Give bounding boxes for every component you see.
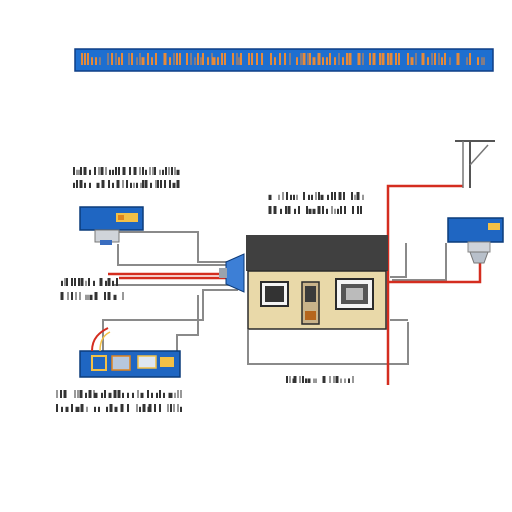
wire-right-device-down	[390, 243, 407, 278]
bottom-left-device-icon	[79, 327, 181, 378]
red-wire-pole-to-ground	[386, 184, 463, 385]
title-banner	[74, 48, 494, 72]
house-window-right	[335, 278, 374, 310]
middle-left-label	[60, 278, 124, 300]
right-device-icon	[447, 217, 504, 264]
red-wire-right	[388, 262, 482, 284]
top-left-device-icon	[79, 206, 144, 245]
center-label	[268, 192, 364, 214]
gray-wires	[102, 231, 447, 365]
valve-icon	[219, 253, 245, 293]
wire-bottom-device-right	[176, 295, 199, 355]
bottom-center-label	[286, 376, 354, 383]
pole-icon	[455, 140, 495, 188]
house-door	[301, 281, 320, 325]
wire-right-device-to-house	[392, 243, 447, 281]
top-left-label	[73, 167, 180, 188]
bottom-left-label	[56, 390, 182, 412]
title-banner-lettering	[81, 53, 485, 65]
wire-house-bottom-loop	[247, 322, 409, 365]
house-window-left	[260, 281, 289, 307]
house-icon	[246, 235, 388, 330]
wire-top-device-to-house	[107, 231, 236, 263]
wire-top-device-lower	[117, 244, 228, 266]
